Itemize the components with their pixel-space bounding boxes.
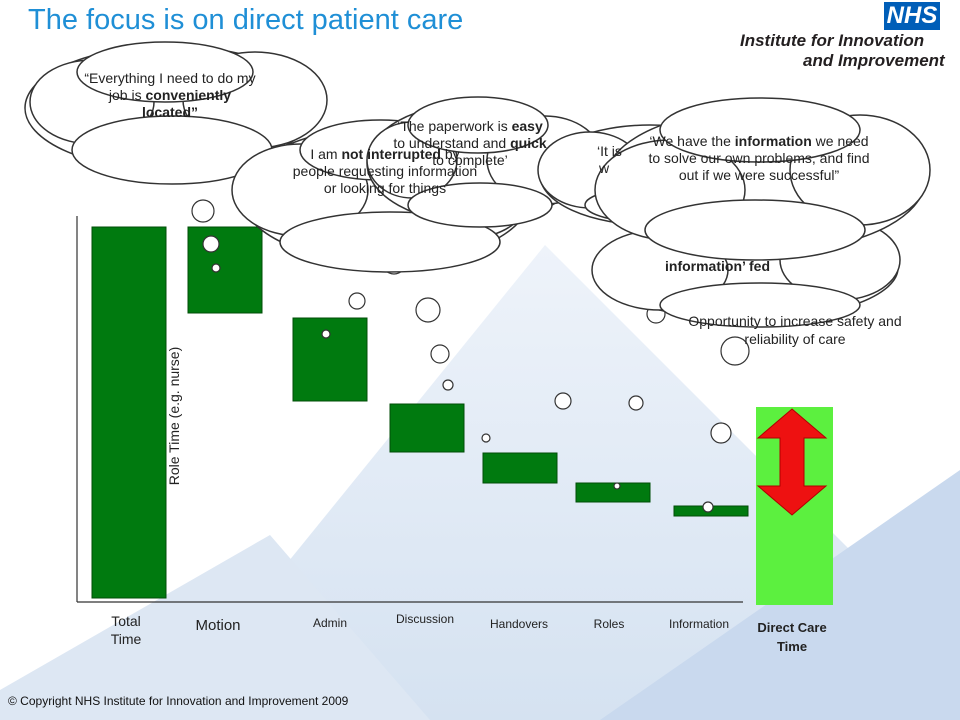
bar-handovers: [482, 452, 558, 484]
page-title: The focus is on direct patient care: [28, 4, 464, 36]
cloud-text-4-partial-1: ‘It is: [597, 143, 622, 159]
label-direct-care-time: Direct Care Time: [757, 620, 827, 654]
cloud-text-5: ‘We have the information we need to solv…: [648, 133, 870, 183]
label-admin: Admin: [312, 616, 347, 630]
bar-admin: [292, 317, 368, 402]
copyright-footer: © Copyright NHS Institute for Innovation…: [8, 694, 349, 708]
cloud-text-3: ‘The paperwork is easy to understand and…: [393, 118, 547, 168]
logo-line-2: and Improvement: [803, 51, 945, 70]
cloud-bubble-5: [594, 97, 931, 261]
cloud-text-4-partial-2: w: [599, 160, 610, 176]
cloud-text-6-partial: information’ fed: [665, 258, 770, 274]
label-roles: Roles: [593, 617, 625, 631]
mountain-left: [0, 535, 430, 720]
label-information: Information: [668, 617, 730, 631]
double-arrow-icon: [756, 408, 828, 516]
bar-motion: [187, 226, 263, 314]
cloud-bubble-1: [24, 41, 328, 185]
cloud-text-2: I am not interrupted by people requestin…: [292, 146, 478, 196]
bar-discussion: [389, 403, 465, 453]
bar-total-time: [91, 226, 167, 599]
label-handovers: Handovers: [489, 617, 549, 631]
opportunity-text: Opportunity to increase safety and relia…: [688, 313, 902, 347]
logo-line-1: Institute for Innovation: [740, 31, 925, 50]
y-axis-label: Role Time (e.g. nurse): [166, 346, 182, 486]
cloud-text-1: “Everything I need to do my job is conve…: [84, 70, 256, 120]
bar-roles: [575, 482, 651, 503]
label-motion: Motion: [195, 617, 241, 634]
label-discussion: Discussion: [395, 612, 455, 626]
label-total-time: Total Time: [110, 613, 142, 647]
nhs-logo-badge: NHS: [884, 2, 940, 30]
